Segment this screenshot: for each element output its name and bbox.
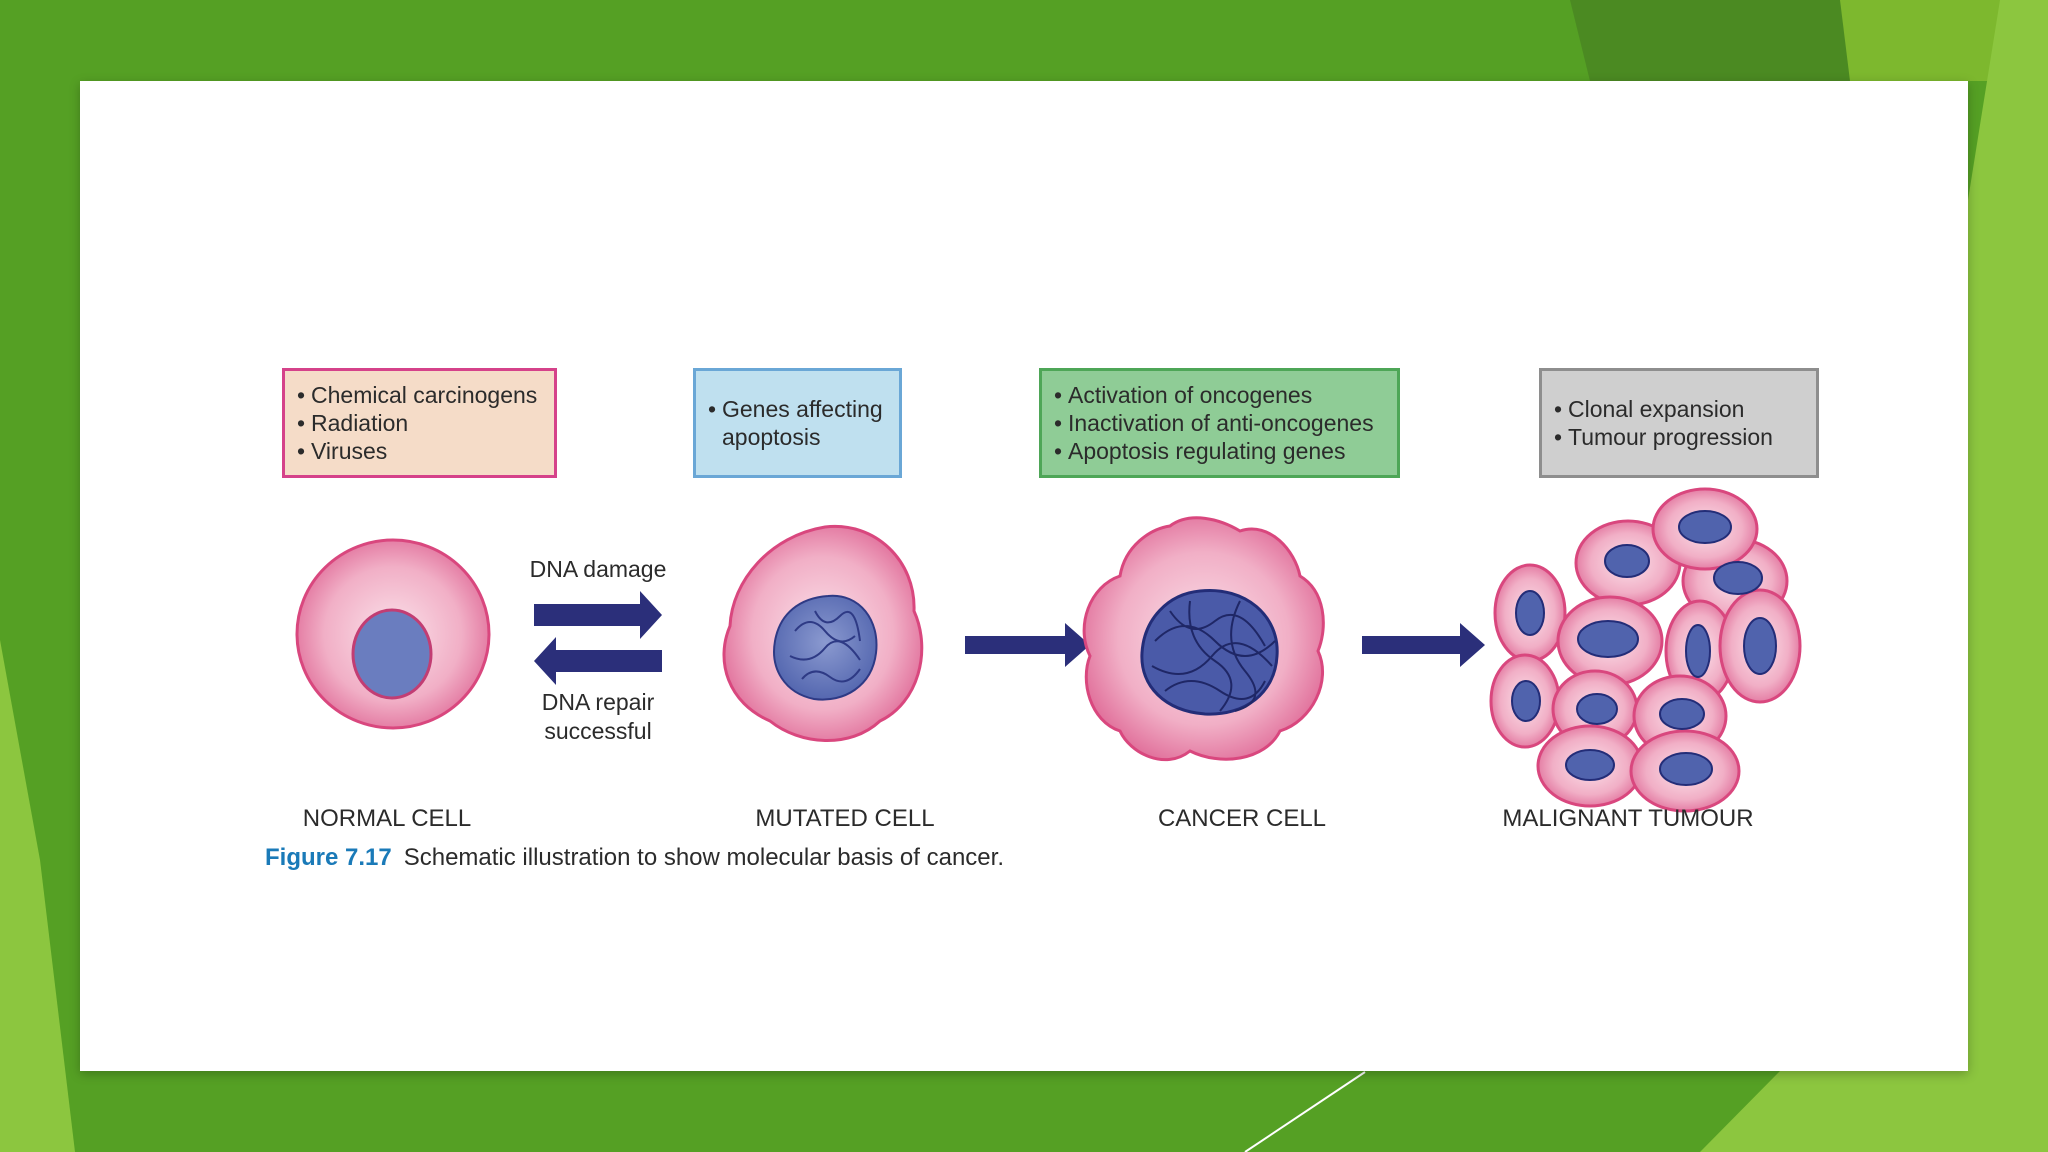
factor-item: Chemical carcinogens bbox=[295, 381, 544, 409]
cancer-progression-diagram bbox=[295, 487, 1802, 813]
cancer-cell-nucleus bbox=[1140, 588, 1279, 716]
figure-caption: Figure 7.17 Schematic illustration to sho… bbox=[265, 844, 1004, 872]
factor-item: Radiation bbox=[295, 409, 544, 437]
normal-cell bbox=[295, 538, 491, 730]
bg-dark-green-shard bbox=[1570, 0, 1850, 81]
stage-label-mutated-cell: MUTATED CELL bbox=[755, 805, 935, 832]
dna-damage-label: DNA damage bbox=[529, 556, 667, 582]
factor-item: Viruses bbox=[295, 437, 544, 465]
factor-item: Tumour progression bbox=[1552, 423, 1806, 451]
factor-box-apoptosis: Genes affecting apoptosis bbox=[693, 368, 902, 478]
factor-item: Inactivation of anti-oncogenes bbox=[1052, 409, 1387, 437]
cancer-cell bbox=[1082, 516, 1325, 762]
tumour-nuclei bbox=[1511, 510, 1777, 786]
progression-arrow-1 bbox=[965, 623, 1090, 667]
figure-number: Figure 7.17 bbox=[265, 844, 392, 871]
dna-damage-arrow bbox=[534, 591, 662, 639]
factor-item: Genes affecting apoptosis bbox=[706, 395, 889, 451]
normal-cell-nucleus bbox=[351, 608, 433, 700]
factor-box-carcinogens: Chemical carcinogens Radiation Viruses bbox=[282, 368, 557, 478]
bg-light-green-shard-bottom bbox=[1700, 1071, 1968, 1152]
factor-item: Activation of oncogenes bbox=[1052, 381, 1387, 409]
stage-label-normal-cell: NORMAL CELL bbox=[302, 805, 472, 832]
figure-caption-text: Schematic illustration to show molecular… bbox=[403, 844, 1004, 871]
stage-label-malignant-tumour: MALIGNANT TUMOUR bbox=[1502, 805, 1754, 832]
slide-content: Chemical carcinogens Radiation Viruses G… bbox=[80, 81, 1968, 1071]
factor-box-clonal: Clonal expansion Tumour progression bbox=[1539, 368, 1819, 478]
bg-light-green-shard-right bbox=[1968, 0, 2048, 1152]
dna-repair-label-line2: successful bbox=[544, 718, 652, 744]
bg-white-line bbox=[1244, 1071, 1366, 1152]
bg-light-green-shard-left bbox=[0, 640, 75, 1152]
dna-repair-label-line1: DNA repair bbox=[541, 689, 655, 715]
progression-arrow-2 bbox=[1362, 623, 1485, 667]
dna-repair-arrow bbox=[534, 637, 662, 685]
mutated-cell bbox=[722, 524, 924, 742]
factor-item: Apoptosis regulating genes bbox=[1052, 437, 1387, 465]
factor-box-oncogenes: Activation of oncogenes Inactivation of … bbox=[1039, 368, 1400, 478]
factor-item: Clonal expansion bbox=[1552, 395, 1806, 423]
stage-label-cancer-cell: CANCER CELL bbox=[1157, 805, 1327, 832]
